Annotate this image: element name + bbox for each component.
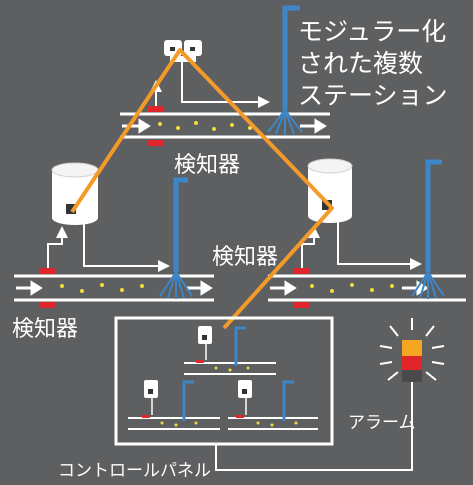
title-line-2: された複数 [298, 49, 423, 78]
sensor-marker [40, 302, 56, 308]
exhaust-line [337, 220, 422, 270]
mini-station [184, 326, 276, 375]
outlet-pipe-top [282, 5, 300, 110]
alarm-label: アラーム [348, 413, 416, 433]
station-right [268, 158, 466, 308]
station-top [120, 5, 330, 146]
outlet-diffuser [411, 271, 445, 299]
outlet-pipe-right [425, 159, 442, 272]
title-line-1: モジュラー化 [298, 17, 446, 46]
sensor-marker [148, 106, 164, 112]
alarm-light-red [402, 356, 422, 370]
detector-label-top: 検知器 [174, 153, 240, 178]
detector-label-mid: 検知器 [212, 245, 278, 270]
alarm-rays [379, 318, 445, 381]
outlet-diffuser [267, 109, 303, 135]
alarm-beacon [379, 318, 445, 382]
exhaust-line [83, 222, 170, 272]
alarm-base [402, 370, 422, 382]
alarm-wire [215, 382, 413, 471]
particles-left [60, 283, 144, 293]
sensor-marker [40, 268, 56, 274]
control-panel [114, 316, 334, 446]
flow-arrows-right [270, 280, 429, 296]
sensor-marker [148, 140, 164, 146]
control-panel-label: コントロールパネル [58, 461, 211, 481]
sensor-marker [294, 302, 310, 308]
particles-right [310, 283, 394, 293]
outlet-pipe-left [173, 177, 188, 272]
alarm-light-amber [402, 340, 422, 356]
flow-arrows-left [16, 280, 213, 296]
network-cable [70, 48, 334, 330]
detector-unit-left [51, 162, 99, 225]
mini-station [228, 380, 318, 430]
detector-label-left: 検知器 [12, 317, 78, 342]
outlet-diffuser [159, 271, 193, 299]
particles-top [158, 121, 252, 131]
station-left [14, 162, 214, 308]
mini-station [128, 380, 220, 430]
exhaust-line [181, 62, 270, 108]
sensor-marker [294, 268, 310, 274]
sample-tube [301, 226, 320, 268]
sample-tube [47, 226, 68, 268]
control-panel-frame [114, 316, 334, 446]
title-line-3: ステーション [298, 81, 448, 110]
